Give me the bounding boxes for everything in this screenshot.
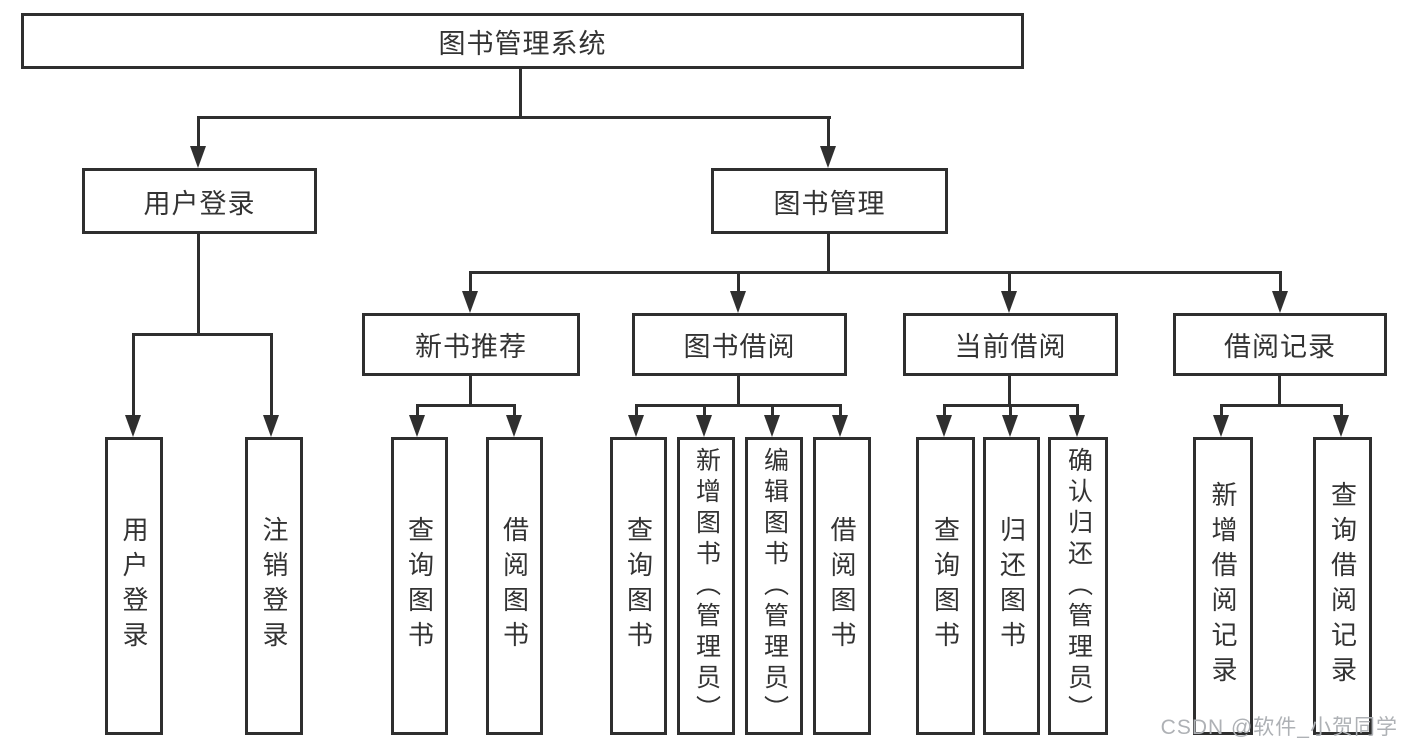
arrowhead-down-icon — [820, 146, 836, 168]
connector-line — [737, 374, 740, 407]
arrowhead-down-icon — [263, 415, 279, 437]
leaf-add-book-admin-label: 新增图书（管理员） — [692, 446, 721, 726]
connector-line — [827, 116, 830, 148]
connector-line — [197, 116, 831, 119]
connector-line — [1278, 374, 1281, 407]
connector-line — [1220, 404, 1223, 418]
arrowhead-down-icon — [1272, 291, 1288, 313]
node-new-book-recommend-label: 新书推荐 — [415, 332, 527, 362]
node-borrow-records-label: 借阅记录 — [1224, 332, 1336, 362]
connector-line — [737, 271, 740, 295]
arrowhead-down-icon — [409, 415, 425, 437]
leaf-user-login: 用户登录 — [105, 437, 163, 735]
leaf-borrow-books-label: 借阅图书 — [827, 516, 857, 656]
leaf-query-books-current-label: 查询图书 — [930, 516, 961, 656]
leaf-query-books-borrow-label: 查询图书 — [623, 516, 654, 656]
connector-line — [943, 404, 946, 418]
connector-line — [270, 333, 273, 417]
arrowhead-down-icon — [1069, 415, 1085, 437]
connector-line — [1008, 271, 1011, 295]
node-new-book-recommend: 新书推荐 — [362, 313, 580, 376]
csdn-watermark: CSDN @软件_小贺同学 — [1160, 716, 1398, 739]
leaf-return-books: 归还图书 — [983, 437, 1040, 735]
connector-line — [469, 271, 472, 295]
connector-line — [132, 333, 273, 336]
leaf-add-book-admin: 新增图书（管理员） — [677, 437, 735, 735]
connector-line — [1279, 271, 1282, 295]
leaf-add-borrow-record-label: 新增借阅记录 — [1208, 481, 1238, 691]
arrowhead-down-icon — [764, 415, 780, 437]
leaf-borrow-books-recommend-label: 借阅图书 — [499, 516, 530, 656]
arrowhead-down-icon — [1002, 415, 1018, 437]
leaf-logout: 注销登录 — [245, 437, 303, 735]
arrowhead-down-icon — [462, 291, 478, 313]
arrowhead-down-icon — [506, 415, 522, 437]
arrowhead-down-icon — [1001, 291, 1017, 313]
connector-line — [197, 232, 200, 336]
leaf-query-borrow-record-label: 查询借阅记录 — [1327, 481, 1358, 691]
connector-line — [197, 116, 200, 148]
arrowhead-down-icon — [125, 415, 141, 437]
leaf-edit-book-admin-label: 编辑图书（管理员） — [760, 446, 789, 726]
leaf-borrow-books: 借阅图书 — [813, 437, 871, 735]
arrowhead-down-icon — [696, 415, 712, 437]
connector-line — [635, 404, 842, 407]
connector-line — [839, 404, 842, 418]
connector-line — [469, 271, 1282, 274]
leaf-query-books-recommend: 查询图书 — [391, 437, 448, 735]
connector-line — [635, 404, 638, 418]
node-borrow-records: 借阅记录 — [1173, 313, 1387, 376]
connector-line — [519, 66, 522, 119]
arrowhead-down-icon — [936, 415, 952, 437]
leaf-logout-label: 注销登录 — [259, 516, 289, 656]
connector-line — [132, 333, 135, 417]
connector-line — [1340, 404, 1343, 418]
connector-line — [1076, 404, 1079, 418]
leaf-confirm-return-admin-label: 确认归还（管理员） — [1064, 446, 1093, 726]
node-user-login: 用户登录 — [82, 168, 317, 234]
arrowhead-down-icon — [1333, 415, 1349, 437]
node-book-borrow-label: 图书借阅 — [683, 332, 796, 362]
arrowhead-down-icon — [832, 415, 848, 437]
connector-line — [416, 404, 516, 407]
arrowhead-down-icon — [1213, 415, 1229, 437]
node-user-login-label: 用户登录 — [143, 188, 256, 219]
leaf-query-books-current: 查询图书 — [916, 437, 975, 735]
node-book-management: 图书管理 — [711, 168, 948, 234]
connector-line — [469, 374, 472, 407]
connector-line — [1008, 374, 1011, 407]
connector-line — [416, 404, 419, 418]
connector-line — [1220, 404, 1343, 407]
leaf-add-borrow-record: 新增借阅记录 — [1193, 437, 1253, 735]
connector-line — [771, 404, 774, 418]
connector-line — [1009, 404, 1012, 418]
arrowhead-down-icon — [730, 291, 746, 313]
node-root-label: 图书管理系统 — [438, 28, 607, 59]
connector-line — [513, 404, 516, 418]
node-current-borrow-label: 当前借阅 — [954, 332, 1067, 362]
node-current-borrow: 当前借阅 — [903, 313, 1118, 376]
leaf-confirm-return-admin: 确认归还（管理员） — [1048, 437, 1108, 735]
leaf-borrow-books-recommend: 借阅图书 — [486, 437, 543, 735]
leaf-query-books-borrow: 查询图书 — [610, 437, 667, 735]
node-book-borrow: 图书借阅 — [632, 313, 847, 376]
connector-line — [827, 232, 830, 274]
leaf-edit-book-admin: 编辑图书（管理员） — [745, 437, 803, 735]
node-root: 图书管理系统 — [21, 13, 1024, 69]
node-book-management-label: 图书管理 — [773, 188, 886, 219]
leaf-query-borrow-record: 查询借阅记录 — [1313, 437, 1372, 735]
arrowhead-down-icon — [628, 415, 644, 437]
arrowhead-down-icon — [190, 146, 206, 168]
connector-line — [703, 404, 706, 418]
leaf-return-books-label: 归还图书 — [996, 516, 1027, 656]
leaf-query-books-recommend-label: 查询图书 — [404, 516, 435, 656]
leaf-user-login-label: 用户登录 — [119, 516, 149, 656]
